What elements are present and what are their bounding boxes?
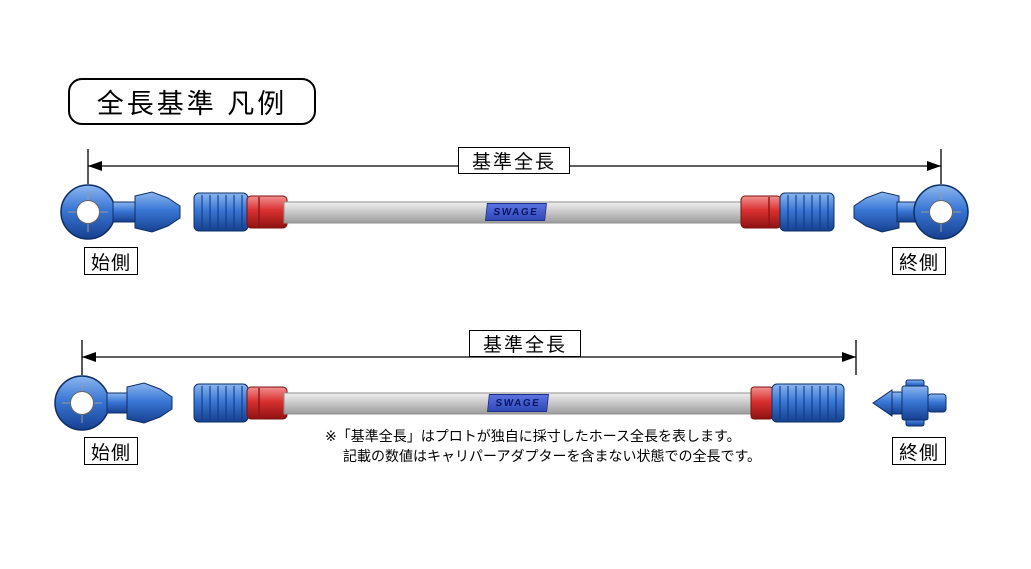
bottom-dimension-label: 基準全長 [469,330,581,357]
bottom-dimension-line [81,340,857,375]
top-hose-illustration [60,184,969,240]
swage-nut-right-icon [750,383,845,423]
banjo-fitting-right-icon [853,184,969,240]
top-start-side-label: 始側 [84,247,139,275]
measurement-note-line2: 記載の数値はキャリパーアダプターを含まない状態での全長です。 [343,447,762,464]
bottom-end-side-label: 終側 [892,437,947,465]
legend-title: 全長基準 凡例 [68,78,316,125]
swage-nut-left-icon [193,192,288,232]
measurement-note-line1: ※「基準全長」はプロトが独自に採寸したホース全長を表します。 [325,428,741,444]
banjo-fitting-left-icon [60,184,181,240]
adapter-fitting-icon [872,379,947,427]
bottom-hose-brand-tag: SWAGE [487,394,549,412]
top-end-side-label: 終側 [892,247,947,275]
measurement-note: ※「基準全長」はプロトが独自に採寸したホース全長を表します。 記載の数値はキャリ… [325,427,795,466]
top-dimension-label: 基準全長 [458,147,570,174]
banjo-fitting-left-icon [54,375,173,431]
swage-nut-right-icon [740,192,835,232]
swage-nut-left-icon [193,383,288,423]
top-hose-brand-tag: SWAGE [485,203,547,221]
bottom-start-side-label: 始側 [84,437,139,465]
